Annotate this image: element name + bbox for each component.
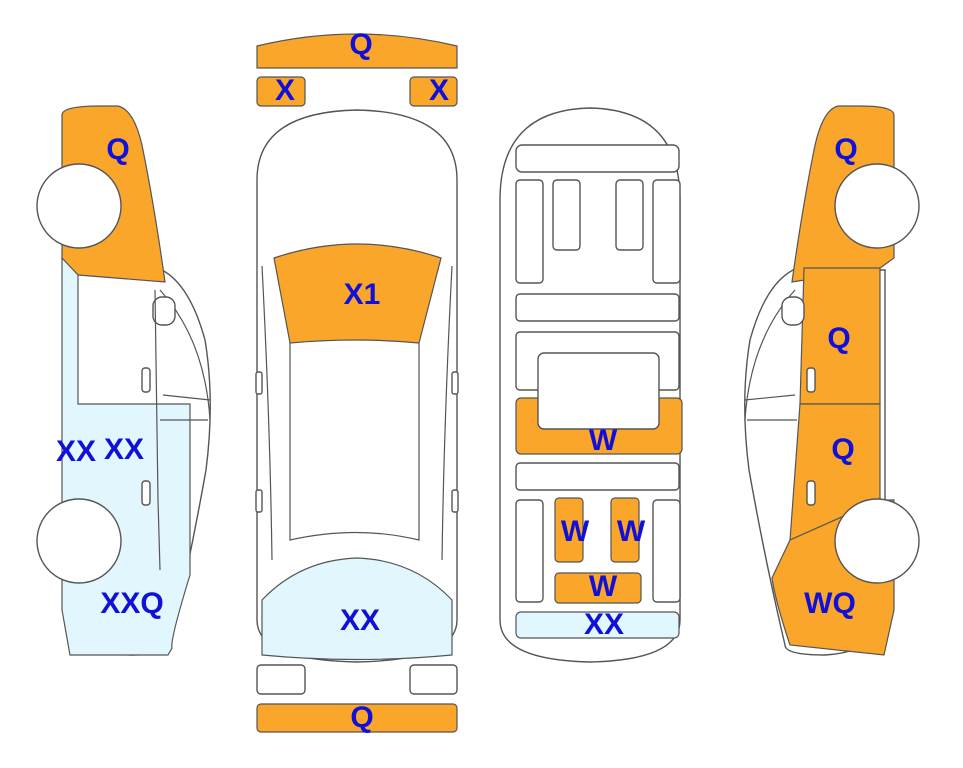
left-handle-front — [141, 367, 151, 393]
rear-window-label: XX — [340, 604, 380, 637]
right-mirror-side — [781, 296, 805, 326]
front-right-door-trim — [652, 179, 681, 284]
right-handle-rear — [806, 480, 816, 506]
interior-left-seat-label: W — [561, 515, 590, 548]
front-bumper-label: Q — [349, 28, 372, 61]
rear-right-door-trim — [652, 499, 681, 603]
roof — [289, 343, 420, 541]
right-mirror — [451, 371, 459, 395]
trunk-label: XX — [584, 608, 624, 641]
left-front-door-label: XX — [56, 435, 96, 468]
rear-right-light — [409, 664, 458, 695]
left-door-seam — [154, 289, 161, 571]
right-window — [744, 394, 797, 421]
interior-left-seat-panel[interactable] — [554, 497, 584, 563]
right-handle — [451, 489, 459, 513]
right-rear-door-label: Q — [831, 433, 854, 466]
front-left-headlight-label: X — [275, 74, 295, 107]
left-rear-wheel — [36, 498, 122, 584]
right-handle-front — [806, 367, 816, 393]
left-rear-door-label: XX — [104, 433, 144, 466]
rear-bumper-panel[interactable] — [256, 703, 458, 733]
left-rear-quarter-label: XXQ — [100, 587, 163, 620]
front-right-headlight-label: X — [429, 74, 449, 107]
trunk-panel[interactable] — [515, 611, 680, 639]
front-bumper-panel[interactable] — [256, 33, 458, 69]
front-left-door-trim — [515, 179, 544, 284]
interior-right-seat-panel[interactable] — [610, 497, 640, 563]
interior-right-seat-label: W — [617, 515, 646, 548]
side-line-left — [261, 265, 273, 561]
hood-label: X1 — [344, 278, 381, 311]
interior-front-row-label: W — [589, 424, 618, 457]
rear-console — [515, 462, 680, 491]
center-display — [537, 352, 660, 430]
dashboard — [515, 144, 680, 173]
interior-rear-seat-panel[interactable] — [554, 572, 642, 604]
rear-left-door-trim — [515, 499, 544, 603]
left-mirror — [255, 371, 263, 395]
rear-bumper-label: Q — [350, 701, 373, 734]
left-handle-rear — [141, 480, 151, 506]
left-side-view: Q XX XX XXQ — [36, 105, 211, 656]
right-rear-wheel — [834, 498, 920, 584]
right-front-fender-label: Q — [834, 133, 857, 166]
side-line-right — [441, 265, 453, 561]
left-mirror-side — [152, 296, 176, 326]
front-left-headlight-panel[interactable] — [256, 76, 306, 107]
hood-panel[interactable] — [273, 243, 442, 344]
right-front-door-label: Q — [827, 322, 850, 355]
left-window — [160, 394, 211, 421]
right-side-view: Q Q Q WQ — [744, 105, 920, 656]
interior-view: W W W W XX — [499, 107, 683, 663]
left-handle — [255, 489, 263, 513]
front-right-seat — [615, 179, 644, 251]
front-right-headlight-panel[interactable] — [409, 76, 458, 107]
interior-rear-seat-label: W — [589, 570, 618, 603]
center-console-top — [515, 293, 680, 322]
left-front-fender-label: Q — [106, 133, 129, 166]
front-left-seat — [552, 179, 581, 251]
right-rear-quarter-label: WQ — [804, 587, 856, 620]
top-view: Q X X X1 XX Q — [255, 28, 459, 734]
left-front-wheel — [36, 163, 122, 249]
rear-window-panel[interactable] — [261, 557, 453, 661]
rear-left-light — [256, 664, 306, 695]
right-front-wheel — [834, 163, 920, 249]
